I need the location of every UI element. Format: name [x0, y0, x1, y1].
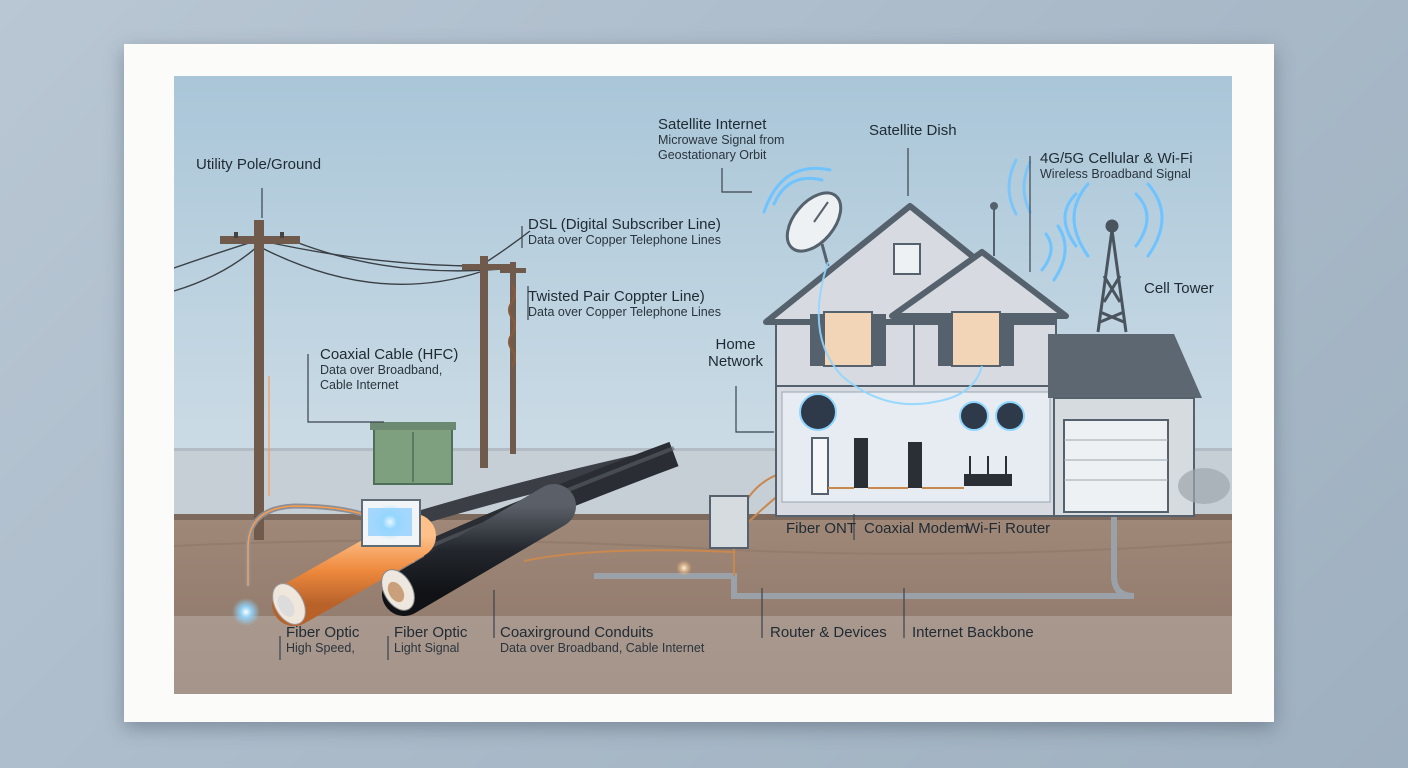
- utility-pole: [220, 220, 300, 540]
- fiber-optic-cable: [232, 514, 436, 626]
- label-utility-pole: Utility Pole/Ground: [196, 156, 322, 173]
- cell-tower: [1096, 219, 1128, 333]
- label-satellite-internet-sub2: Geostationary Orbit: [658, 147, 767, 162]
- label-fiber-optic-1-sub: High Speed,: [286, 641, 355, 656]
- wireless-signals: [762, 158, 1164, 282]
- label-coaxial-sub1: Data over Broadband,: [320, 363, 443, 378]
- label-twisted-pair: Twisted Pair Coppter Line) Data over Cop…: [528, 288, 721, 320]
- label-conduits-sub: Data over Broadband, Cable Internet: [500, 641, 705, 656]
- label-satellite-internet: Satellite Internet Microwave Signal from…: [658, 116, 784, 162]
- label-fiber-optic-2-title: Fiber Optic: [394, 624, 468, 641]
- utility-pole-dsl: [462, 256, 526, 468]
- network-illustration: [174, 76, 1232, 694]
- label-coaxial: Coaxial Cable (HFC) Data over Broadband,…: [320, 346, 458, 392]
- label-home-network-line2: Network: [708, 353, 764, 371]
- label-home-network-line1: Home: [715, 336, 756, 353]
- label-cell-tower: Cell Tower: [1144, 280, 1214, 297]
- label-fiber-ont: Fiber ONT: [786, 520, 857, 537]
- label-twisted-pair-sub: Data over Copper Telephone Lines: [528, 305, 721, 320]
- label-fiber-optic-2: Fiber Optic Light Signal: [394, 624, 467, 656]
- label-satellite-dish: Satellite Dish: [869, 122, 957, 139]
- label-cellular-title: 4G/5G Cellular & Wi-Fi: [1040, 150, 1193, 167]
- wifi-router-device: [964, 474, 1012, 486]
- coaxial-modem-device: [854, 438, 868, 488]
- label-fiber-optic-2-sub: Light Signal: [394, 641, 460, 656]
- diagram-scene: Utility Pole/Ground Satellite Internet M…: [174, 76, 1232, 694]
- label-twisted-pair-title: Twisted Pair Coppter Line): [528, 288, 705, 305]
- label-dsl: DSL (Digital Subscriber Line) Data over …: [528, 216, 721, 248]
- label-dsl-title: DSL (Digital Subscriber Line): [528, 216, 721, 233]
- label-conduits-title: Coaxirground Conduits: [500, 624, 654, 641]
- utility-cabinet: [370, 422, 456, 485]
- leader-lines: [261, 148, 1031, 660]
- label-cellular-sub: Wireless Broadband Signal: [1040, 167, 1191, 182]
- label-internet-backbone: Internet Backbone: [912, 624, 1034, 641]
- label-cellular: 4G/5G Cellular & Wi-Fi Wireless Broadban…: [1040, 150, 1193, 182]
- garage: [1048, 334, 1230, 517]
- label-coaxial-sub2: Cable Internet: [320, 377, 399, 392]
- fiber-ont-device: [811, 437, 829, 495]
- label-home-network: Home Network: [708, 336, 763, 371]
- label-dsl-sub: Data over Copper Telephone Lines: [528, 233, 721, 248]
- label-coaxial-modem: Coaxial Modem: [864, 520, 969, 537]
- label-satellite-internet-title: Satellite Internet: [658, 116, 767, 133]
- satellite-signal-path: [817, 261, 983, 406]
- label-satellite-internet-sub1: Microwave Signal from: [658, 133, 785, 148]
- label-coaxial-title: Coaxial Cable (HFC): [320, 346, 459, 363]
- coaxial-cable: [381, 484, 576, 616]
- satellite-dish: [785, 191, 843, 267]
- twisted-pair-wire: [508, 285, 516, 367]
- fiber-junction-box: [361, 499, 421, 547]
- label-fiber-optic-1: Fiber Optic High Speed,: [286, 624, 359, 656]
- label-router-devices: Router & Devices: [770, 624, 887, 641]
- signal-spark: [676, 560, 692, 576]
- home-network-devices: [799, 393, 1025, 495]
- service-box: [709, 495, 749, 549]
- label-wifi-router: Wi-Fi Router: [966, 520, 1051, 537]
- house-antenna: [990, 202, 998, 256]
- label-conduits: Coaxirground Conduits Data over Broadban…: [500, 624, 704, 656]
- label-fiber-optic-1-title: Fiber Optic: [286, 624, 360, 641]
